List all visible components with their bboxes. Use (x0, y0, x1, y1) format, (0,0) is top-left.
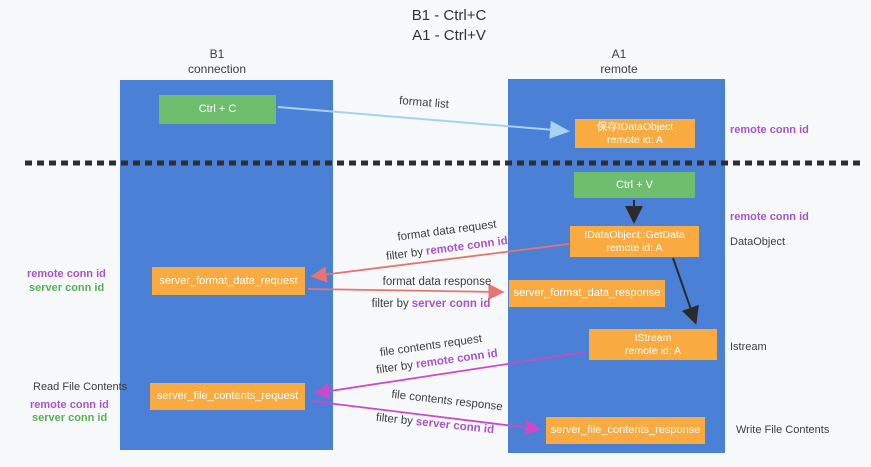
node-ctrl-v-label: Ctrl + V (616, 178, 653, 191)
node-server-file-contents-request: server_file_contents_request (150, 383, 305, 410)
node-ctrl-c-label: Ctrl + C (198, 103, 237, 115)
node-file-request-label: server_file_contents_request (156, 390, 299, 402)
node-format-request-label: server_format_data_request (159, 274, 298, 287)
node-idataobject-getdata: IDataObject::GetData remote id: A (570, 226, 699, 257)
filter-key-server-conn-id: server conn id (415, 416, 495, 437)
filter-prefix: filter by (385, 246, 424, 263)
label-istream: Istream (730, 341, 767, 353)
page-title-line1: B1 - Ctrl+C (411, 7, 487, 24)
label-dataobject: DataObject (730, 236, 786, 248)
label-server-conn-id-mid-left: server conn id (29, 282, 105, 294)
node-save-idataobject-line2: remote id: A (606, 133, 664, 146)
label-remote-conn-id-mid-left: remote conn id (27, 268, 106, 280)
node-server-file-contents-response: server_file_contents_response (546, 417, 705, 444)
node-istream-line2: remote id: A (624, 344, 682, 357)
label-format-data-response: format data response (382, 276, 492, 288)
filter-prefix: filter by (371, 298, 409, 310)
lane-header-b1: B1 connection (147, 47, 287, 77)
node-getdata-line1: IDataObject::GetData (584, 228, 685, 241)
lane-header-a1: A1 remote (549, 47, 689, 77)
node-ctrl-c: Ctrl + C (159, 95, 276, 124)
node-format-response-label: server_format_data_response (513, 287, 661, 299)
filter-prefix: filter by (375, 359, 414, 377)
node-getdata-line2: remote id: A (606, 241, 663, 254)
node-save-idataobject-line1: 保存IDataObject (596, 120, 674, 133)
label-format-list: format list (398, 95, 450, 111)
lane-b1-title: B1 (209, 47, 225, 61)
filter-prefix: filter by (375, 411, 414, 428)
node-save-idataobject: 保存IDataObject remote id: A (575, 119, 695, 148)
node-server-format-data-request: server_format_data_request (152, 267, 305, 295)
node-file-response-label: server_file_contents_response (550, 424, 701, 436)
label-remote-conn-id-mid-right: remote conn id (730, 211, 809, 223)
node-ctrl-v: Ctrl + V (574, 172, 695, 198)
filter-key-remote-conn-id: remote conn id (425, 235, 509, 258)
node-istream: IStream remote id: A (589, 329, 717, 360)
page-title-line2: A1 - Ctrl+V (412, 27, 486, 44)
label-remote-conn-id-bottom-left: remote conn id (30, 399, 109, 411)
label-remote-conn-id-top-right: remote conn id (730, 124, 809, 136)
filter-key-server-conn-id: server conn id (411, 298, 491, 310)
lane-b1-subtitle: connection (187, 62, 247, 76)
label-file-contents-response: file contents response (390, 388, 504, 414)
label-read-file-contents: Read File Contents (33, 381, 128, 393)
page-title: B1 - Ctrl+C A1 - Ctrl+V (349, 6, 549, 46)
lane-a1-subtitle: remote (600, 62, 638, 76)
label-write-file-contents: Write File Contents (736, 424, 830, 436)
lane-a1-title: A1 (611, 47, 627, 61)
arrow-format-data-response (307, 283, 505, 300)
node-server-format-data-response: server_format_data_response (509, 280, 665, 307)
label-server-conn-id-bottom-left: server conn id (32, 412, 108, 424)
node-istream-line1: IStream (634, 331, 672, 344)
